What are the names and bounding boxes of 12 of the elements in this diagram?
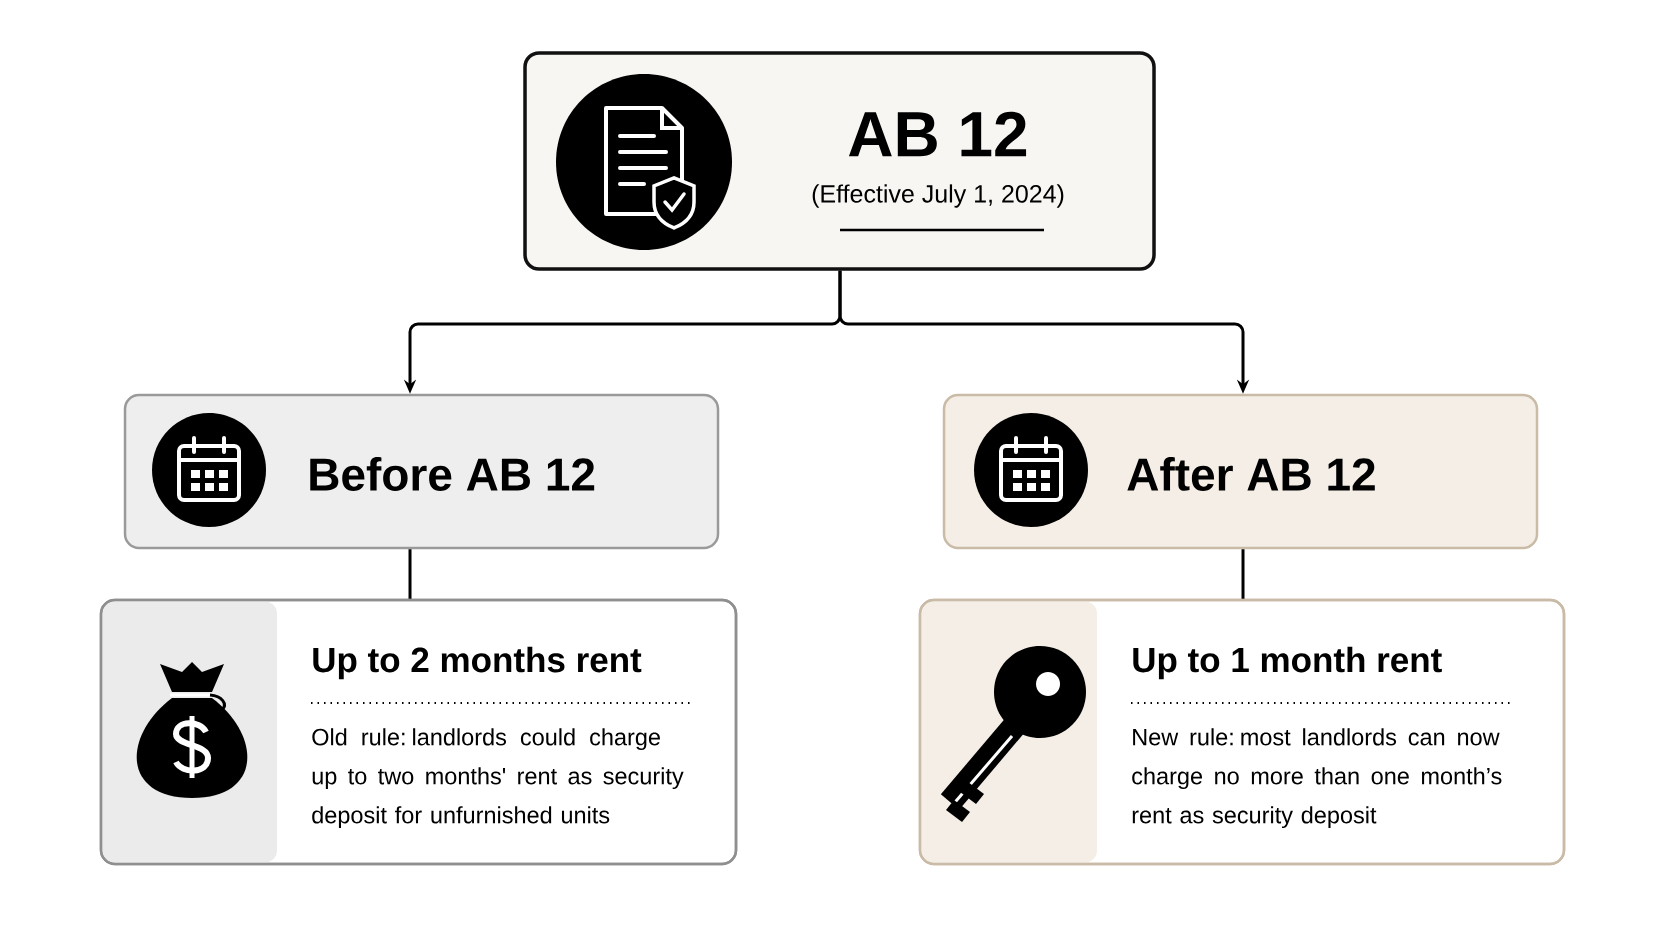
rule-description: New rule: most landlords can now charge no more than one month’s rent as security deposit <box>1132 728 1502 829</box>
date-text: (Effective July 1, 2024) <box>812 184 1064 208</box>
rule-heading: Up to 1 month rent <box>1133 646 1442 680</box>
rule-card <box>918 598 1566 866</box>
title: AB 12 <box>848 111 1027 157</box>
connector <box>408 549 412 599</box>
rule-description: Old rule: landlords could charge up to two months' rent as security deposit for unfurnished units <box>312 728 684 829</box>
rule-heading: Up to 2 months rent <box>313 646 642 680</box>
period-heading: Before AB 12 <box>310 457 595 491</box>
rule-card <box>99 598 738 866</box>
period-heading: After AB 12 <box>1127 457 1375 491</box>
connector <box>1241 549 1245 599</box>
